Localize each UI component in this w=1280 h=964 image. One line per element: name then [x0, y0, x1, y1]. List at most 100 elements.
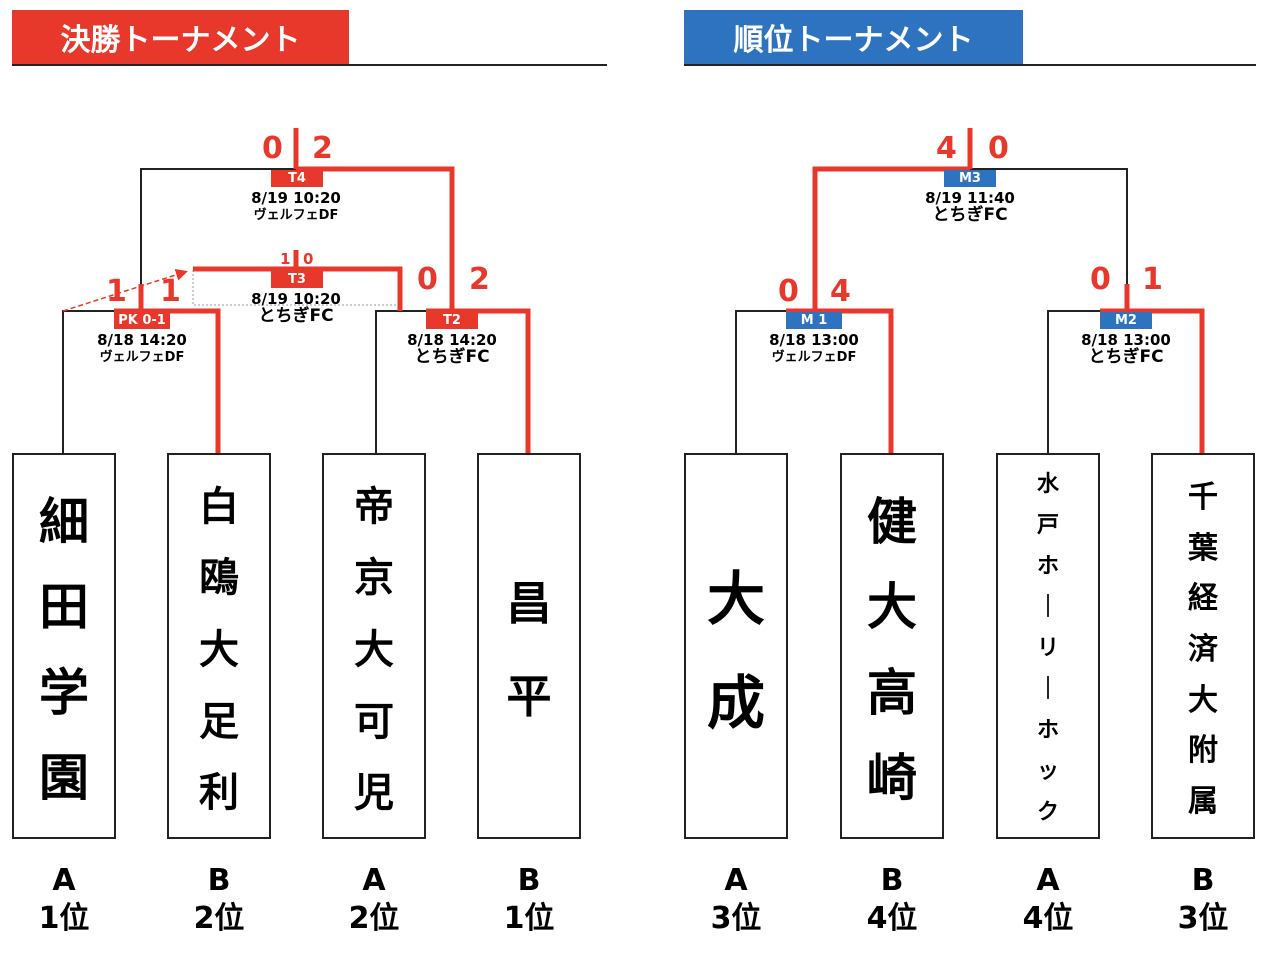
team-8-char: 千 [1188, 480, 1218, 516]
team-3-char: 帝 [354, 483, 394, 530]
team-2-char: 大 [199, 626, 239, 673]
team-7-char: ッ [1036, 759, 1059, 785]
m1-score-right: 4 [830, 274, 851, 309]
m1-tag-label: M 1 [800, 313, 828, 328]
team-2-char: 利 [199, 770, 239, 817]
m2-tag-label: M2 [1115, 313, 1137, 328]
team-1-seed: A 1位 [14, 862, 114, 938]
t1-tag-label: PK 0-1 [118, 313, 166, 328]
line-t4-right [296, 166, 455, 311]
championship-header: 決勝トーナメント [12, 10, 349, 64]
t1-venue: ヴェルフェDF [99, 350, 185, 365]
m3-score-right: 0 [988, 131, 1009, 166]
team-6-char: 高 [867, 663, 917, 722]
placement-header: 順位トーナメント [684, 10, 1023, 64]
team-8-char: 大 [1188, 682, 1218, 718]
team-1-char: 学 [39, 663, 89, 722]
line-m1-right [786, 308, 894, 453]
team-2-seed: B 2位 [169, 862, 269, 938]
team-1-group: A [52, 863, 76, 898]
team-7-char: 水 [1036, 471, 1059, 497]
t1-match-tag: PK 0-1 [114, 312, 170, 329]
team-8-group: B [1191, 863, 1215, 898]
team-7-char: ク [1036, 800, 1059, 826]
team-1-char: 園 [39, 749, 89, 808]
team-3-char: 大 [354, 626, 394, 673]
t3-match-info: 8/19 10:20 とちぎFC [226, 291, 366, 325]
championship-header-underline [12, 64, 607, 66]
team-5-rank: 3位 [710, 901, 762, 936]
t3-match-tag: T3 [271, 271, 323, 288]
t3-score-right: 0 [303, 250, 314, 268]
team-box-8: 千 葉 経 済 大 附 属 [1151, 453, 1255, 839]
team-7-char: ｜ [1036, 677, 1059, 703]
team-2-char: 白 [199, 483, 239, 530]
team-2-rank: 2位 [193, 901, 245, 936]
line-m2-left [1047, 310, 1100, 453]
t2-date: 8/18 14:20 [407, 331, 497, 349]
t3-date: 8/19 10:20 [251, 290, 341, 308]
t1-score-left: 1 [106, 274, 127, 309]
t2-match-tag: T2 [426, 312, 478, 329]
team-4-rank: 1位 [503, 901, 555, 936]
team-3-seed: A 2位 [324, 862, 424, 938]
m2-venue: とちぎFC [1088, 347, 1164, 367]
t4-tag-label: T4 [288, 171, 306, 186]
t2-tag-label: T2 [443, 313, 461, 328]
t4-score-right: 2 [312, 131, 333, 166]
m3-tag-label: M3 [959, 171, 981, 186]
m1-date: 8/18 13:00 [769, 331, 859, 349]
team-5-char: 成 [706, 669, 765, 737]
t2-match-info: 8/18 14:20 とちぎFC [382, 332, 522, 366]
t2-score-right: 2 [469, 262, 490, 297]
t3-venue: とちぎFC [258, 306, 334, 326]
team-8-char: 属 [1188, 783, 1218, 819]
team-8-char: 経 [1188, 581, 1218, 617]
team-1-char: 細 [39, 492, 89, 551]
team-5-seed: A 3位 [686, 862, 786, 938]
line-t1-right [114, 308, 221, 453]
team-7-char: ホ [1036, 718, 1059, 744]
pk-advance-arrow [62, 269, 188, 312]
m3-match-tag: M3 [944, 170, 996, 187]
t4-match-tag: T4 [271, 170, 323, 187]
team-8-char: 葉 [1188, 530, 1218, 566]
team-box-7: 水 戸 ホ ｜ リ ｜ ホ ッ ク [996, 453, 1100, 839]
team-8-seed: B 3位 [1153, 862, 1253, 938]
line-t4-left [140, 168, 296, 284]
t3-tag-label: T3 [288, 272, 306, 287]
m3-date: 8/19 11:40 [925, 189, 1015, 207]
team-5-char: 大 [706, 565, 765, 633]
team-3-group: A [362, 863, 386, 898]
team-8-rank: 3位 [1177, 901, 1229, 936]
t3-score-left: 1 [280, 250, 291, 268]
team-8-char: 附 [1188, 733, 1218, 769]
team-5-group: A [724, 863, 748, 898]
team-box-5: 大 成 [684, 453, 788, 839]
m1-match-tag: M 1 [786, 312, 842, 329]
team-8-char: 済 [1188, 631, 1218, 667]
team-3-rank: 2位 [348, 901, 400, 936]
championship-header-label: 決勝トーナメント [60, 23, 301, 58]
t4-venue: ヴェルフェDF [253, 208, 339, 223]
team-4-group: B [517, 863, 541, 898]
team-1-char: 田 [39, 578, 89, 637]
team-4-seed: B 1位 [479, 862, 579, 938]
t4-date: 8/19 10:20 [251, 189, 341, 207]
team-box-1: 細 田 学 園 [12, 453, 116, 839]
line-t3-lower [192, 270, 401, 306]
team-7-char: ｜ [1036, 594, 1059, 620]
placement-header-label: 順位トーナメント [733, 23, 974, 58]
team-6-char: 崎 [867, 749, 917, 808]
m3-match-info: 8/19 11:40 とちぎFC [900, 190, 1040, 224]
team-box-6: 健 大 高 崎 [840, 453, 944, 839]
team-box-3: 帝 京 大 可 児 [322, 453, 426, 839]
team-7-seed: A 4位 [998, 862, 1098, 938]
t4-score-left: 0 [262, 131, 283, 166]
team-3-char: 児 [354, 770, 394, 817]
m2-score-left: 0 [1090, 262, 1111, 297]
t1-date: 8/18 14:20 [97, 331, 187, 349]
line-t2-right [426, 308, 531, 453]
line-m2-right [1100, 308, 1205, 453]
